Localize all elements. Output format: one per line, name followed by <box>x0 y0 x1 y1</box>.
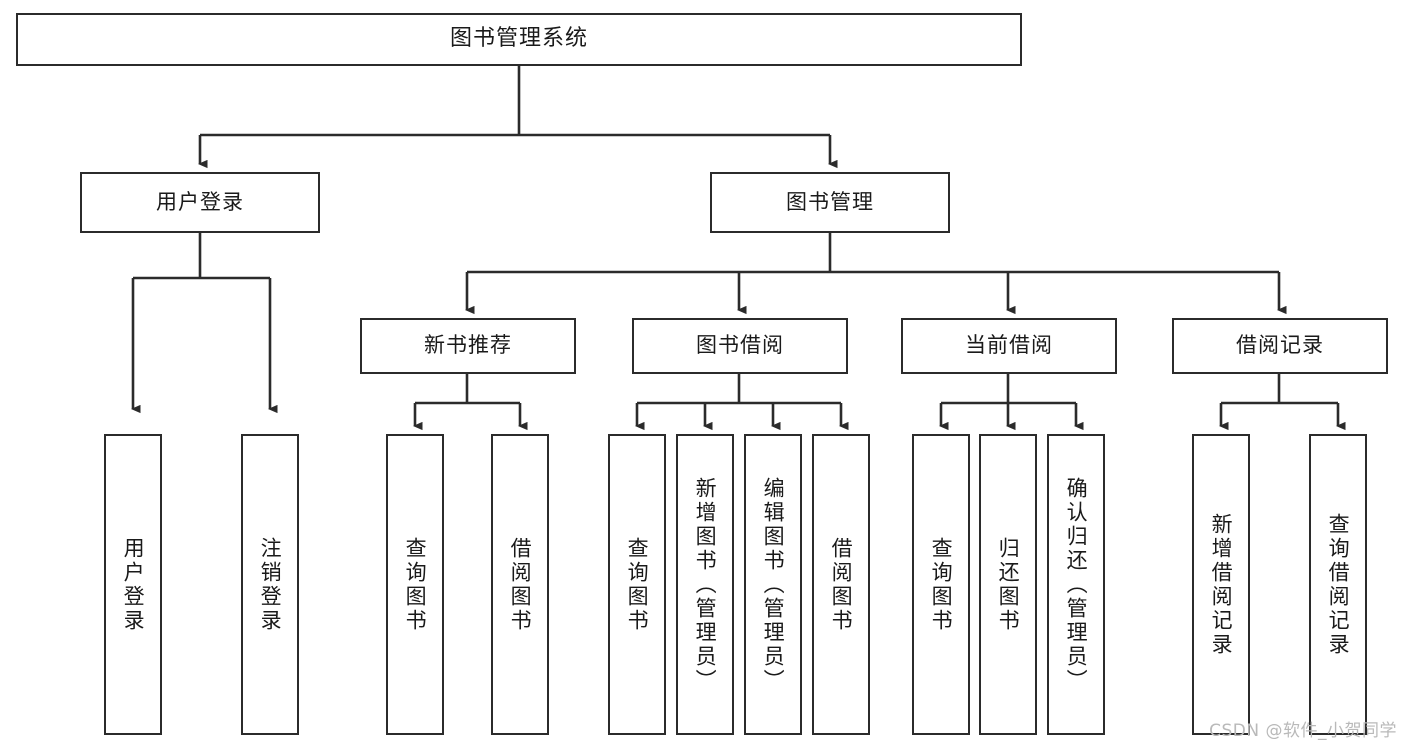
leaf-query-book-2-label: 查询图书 <box>625 536 650 633</box>
node-borrow-record-label: 借阅记录 <box>1236 333 1324 358</box>
leaf-add-record-label: 新增借阅记录 <box>1209 512 1234 657</box>
leaf-return-book-label: 归还图书 <box>996 536 1021 633</box>
leaf-query-book-2[interactable]: 查询图书 <box>608 434 666 735</box>
leaf-query-book-1-label: 查询图书 <box>403 536 428 633</box>
node-book-manage-label: 图书管理 <box>786 189 874 214</box>
leaf-confirm-return-label: 确认归还（管理员） <box>1064 476 1089 693</box>
leaf-edit-book-label: 编辑图书（管理员） <box>761 476 786 693</box>
leaf-add-book[interactable]: 新增图书（管理员） <box>676 434 734 735</box>
node-user-login[interactable]: 用户登录 <box>80 172 320 233</box>
node-book-manage[interactable]: 图书管理 <box>710 172 950 233</box>
node-new-book-recommend-label: 新书推荐 <box>424 333 512 358</box>
node-root-label: 图书管理系统 <box>449 26 588 52</box>
leaf-borrow-book-1[interactable]: 借阅图书 <box>491 434 549 735</box>
leaf-query-book-1[interactable]: 查询图书 <box>386 434 444 735</box>
node-root-book-management-system[interactable]: 图书管理系统 <box>16 13 1022 66</box>
node-book-borrow[interactable]: 图书借阅 <box>632 318 848 374</box>
csdn-watermark: CSDN @软件_小贺同学 <box>1209 721 1397 741</box>
leaf-return-book[interactable]: 归还图书 <box>979 434 1037 735</box>
leaf-borrow-book-2-label: 借阅图书 <box>829 536 854 633</box>
leaf-edit-book[interactable]: 编辑图书（管理员） <box>744 434 802 735</box>
node-user-login-label: 用户登录 <box>156 189 244 214</box>
node-borrow-record[interactable]: 借阅记录 <box>1172 318 1388 374</box>
leaf-user-login[interactable]: 用户登录 <box>104 434 162 735</box>
leaf-query-record[interactable]: 查询借阅记录 <box>1309 434 1367 735</box>
leaf-add-book-label: 新增图书（管理员） <box>693 476 718 693</box>
leaf-add-record[interactable]: 新增借阅记录 <box>1192 434 1250 735</box>
node-new-book-recommend[interactable]: 新书推荐 <box>360 318 576 374</box>
leaf-query-book-3-label: 查询图书 <box>929 536 954 633</box>
node-current-borrow[interactable]: 当前借阅 <box>901 318 1117 374</box>
leaf-query-record-label: 查询借阅记录 <box>1326 512 1351 657</box>
node-book-borrow-label: 图书借阅 <box>696 333 784 358</box>
leaf-logout-login[interactable]: 注销登录 <box>241 434 299 735</box>
leaf-user-login-label: 用户登录 <box>121 536 146 633</box>
leaf-query-book-3[interactable]: 查询图书 <box>912 434 970 735</box>
leaf-confirm-return[interactable]: 确认归还（管理员） <box>1047 434 1105 735</box>
leaf-borrow-book-2[interactable]: 借阅图书 <box>812 434 870 735</box>
node-current-borrow-label: 当前借阅 <box>965 333 1053 358</box>
leaf-borrow-book-1-label: 借阅图书 <box>508 536 533 633</box>
leaf-logout-login-label: 注销登录 <box>258 536 283 633</box>
